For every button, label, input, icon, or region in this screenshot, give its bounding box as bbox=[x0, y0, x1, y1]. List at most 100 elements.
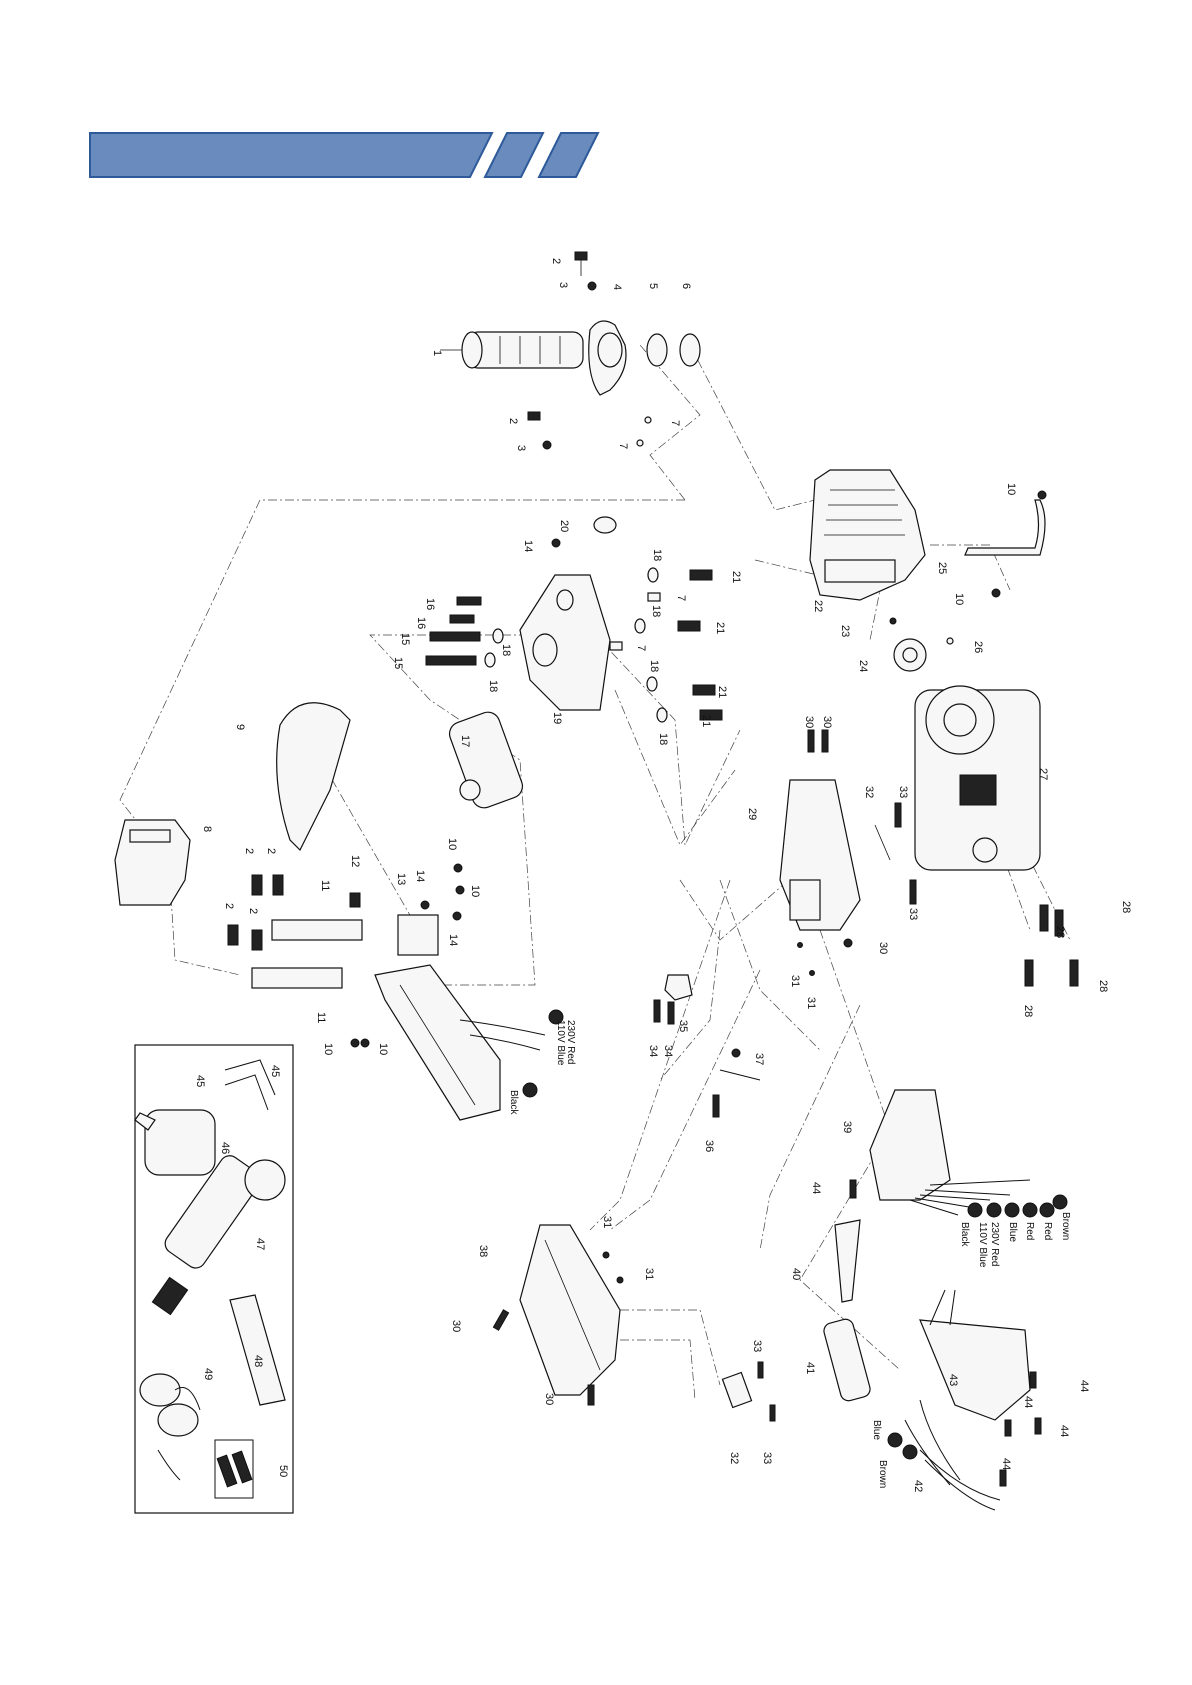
label-14-a: 14 bbox=[414, 870, 426, 882]
label-24: 24 bbox=[857, 660, 869, 672]
banner-stripe-1 bbox=[483, 132, 545, 178]
screw-44-b bbox=[1034, 1417, 1042, 1435]
pin-31-a bbox=[797, 942, 803, 948]
label-34-a: 34 bbox=[647, 1045, 659, 1057]
spring-32 bbox=[874, 824, 891, 861]
label-18-f: 18 bbox=[657, 733, 669, 745]
hex-key-45 bbox=[224, 1059, 276, 1111]
label-48: 48 bbox=[252, 1355, 264, 1367]
label-16-a: 16 bbox=[424, 598, 436, 610]
label-50: 50 bbox=[277, 1465, 289, 1477]
screw-2-top bbox=[574, 251, 588, 261]
label-32-rear: 32 bbox=[728, 1452, 740, 1464]
label-42: 42 bbox=[912, 1480, 924, 1492]
label-13: 13 bbox=[395, 873, 407, 885]
label-18-e: 18 bbox=[648, 660, 660, 672]
screw-12 bbox=[349, 892, 361, 908]
part-number-labels: 1 2 3 4 5 6 7 7 2 3 20 14 18 21 16 16 7 … bbox=[194, 258, 1132, 1492]
pin-31-rear-b bbox=[616, 1276, 624, 1284]
wire-black-top: Black bbox=[508, 1090, 519, 1115]
header-banner bbox=[89, 132, 600, 178]
label-15-a: 15 bbox=[399, 633, 411, 645]
handle-flange bbox=[588, 320, 627, 396]
washer-18-f bbox=[656, 707, 668, 723]
screw-10-bracket-top bbox=[1037, 490, 1047, 500]
screw-10-b bbox=[455, 885, 465, 895]
label-21-a: 21 bbox=[730, 571, 742, 583]
wire-marker-5-cable bbox=[902, 1444, 918, 1460]
washer-3-top bbox=[587, 281, 597, 291]
main-column bbox=[374, 964, 501, 1121]
label-30-rear-a: 30 bbox=[450, 1320, 462, 1332]
washer-3-left bbox=[542, 440, 552, 450]
gear-plate-19 bbox=[519, 574, 611, 711]
label-18-a: 18 bbox=[651, 549, 663, 561]
label-43: 43 bbox=[947, 1374, 959, 1386]
wire-black-1: Black bbox=[959, 1222, 970, 1247]
washer-18-d bbox=[634, 618, 646, 634]
wire-red-5: Red bbox=[1042, 1222, 1053, 1240]
label-22: 22 bbox=[812, 600, 824, 612]
label-3-top: 3 bbox=[557, 282, 569, 288]
screw-2-rail-d bbox=[251, 929, 263, 951]
label-29: 29 bbox=[746, 808, 758, 820]
label-7-b: 7 bbox=[617, 443, 629, 449]
label-28-a: 28 bbox=[1120, 901, 1132, 913]
label-15-b: 15 bbox=[392, 657, 404, 669]
label-46: 46 bbox=[219, 1142, 231, 1154]
wire-marker-6 bbox=[1052, 1194, 1068, 1210]
screw-2-rail-b bbox=[272, 874, 284, 896]
label-21-c: 21 bbox=[716, 686, 728, 698]
label-10-d: 10 bbox=[377, 1043, 389, 1055]
label-41: 41 bbox=[804, 1362, 816, 1374]
label-1: 1 bbox=[431, 350, 443, 356]
washer-18-a bbox=[492, 628, 504, 644]
screw-10-d bbox=[360, 1038, 370, 1048]
label-25: 25 bbox=[936, 562, 948, 574]
screw-14-a bbox=[420, 900, 430, 910]
handle-grip bbox=[440, 331, 584, 369]
banner-stripe-2 bbox=[537, 132, 600, 178]
screw-44-d bbox=[999, 1469, 1007, 1487]
label-7-a: 7 bbox=[669, 420, 681, 426]
base-mount-8 bbox=[114, 819, 191, 906]
screw-30-a bbox=[807, 729, 815, 753]
wire-marker-3-cable bbox=[887, 1432, 903, 1448]
label-36: 36 bbox=[703, 1140, 715, 1152]
screw-44-a bbox=[1029, 1371, 1037, 1389]
label-44-switch: 44 bbox=[810, 1182, 822, 1194]
screw-10-bracket-bottom bbox=[991, 588, 1001, 598]
wire-marker-1 bbox=[967, 1202, 983, 1218]
banner-bar bbox=[89, 132, 494, 178]
label-16-b: 16 bbox=[415, 617, 427, 629]
pin-7-c bbox=[647, 592, 661, 602]
label-20: 20 bbox=[558, 520, 570, 532]
wire-marker-5 bbox=[1039, 1202, 1055, 1218]
rail-11-b bbox=[251, 967, 343, 989]
pin-7a bbox=[644, 416, 652, 424]
screw-15-b bbox=[425, 655, 477, 666]
screw-15-a bbox=[429, 631, 481, 642]
label-33-rear-b: 33 bbox=[761, 1452, 773, 1464]
bolt-28b bbox=[1039, 904, 1049, 932]
label-31-a: 31 bbox=[789, 975, 801, 987]
label-31-rear-a: 31 bbox=[601, 1216, 613, 1228]
pin-31-b bbox=[809, 970, 815, 976]
label-2-rail-b: 2 bbox=[265, 848, 277, 854]
label-32: 32 bbox=[863, 786, 875, 798]
screw-21-c bbox=[692, 684, 716, 696]
screw-33-rear-a bbox=[757, 1361, 764, 1379]
label-21-b: 21 bbox=[714, 622, 726, 634]
pinion-shaft-17 bbox=[448, 711, 524, 809]
pin-7b bbox=[636, 439, 644, 447]
circlip-6 bbox=[679, 333, 701, 367]
rear-housing-38 bbox=[519, 1224, 621, 1396]
screw-14-top bbox=[551, 538, 561, 548]
label-33-a: 33 bbox=[897, 786, 909, 798]
label-14-top: 14 bbox=[522, 540, 534, 552]
brush-plate-29 bbox=[779, 779, 861, 931]
label-45-b: 45 bbox=[194, 1075, 206, 1087]
wire-marker-1-top bbox=[522, 1082, 538, 1098]
label-30-b: 30 bbox=[821, 716, 833, 728]
label-2-rail-c: 2 bbox=[223, 903, 235, 909]
